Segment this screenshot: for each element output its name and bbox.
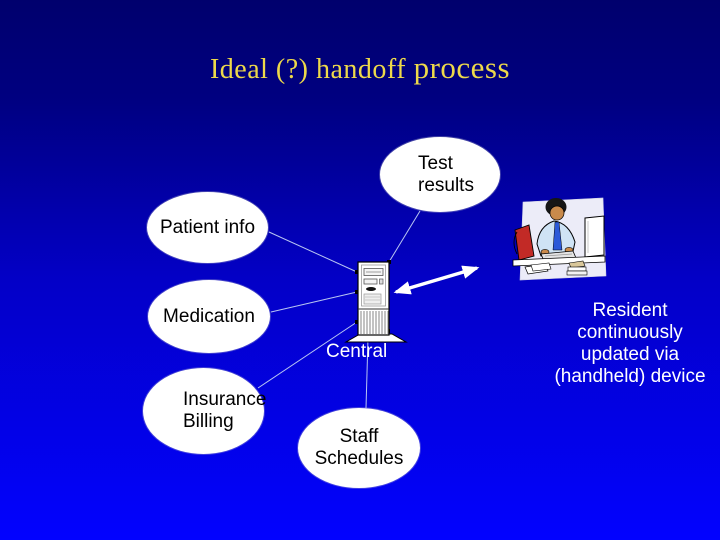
person-at-computer-icon [512, 197, 607, 281]
slide-title-emphasis: process [413, 50, 511, 85]
slide-title: Ideal (?) handoff process [0, 50, 720, 86]
node-staff-schedules-label: Staff Schedules [314, 426, 404, 469]
node-test-results: Test results [380, 137, 500, 212]
central-server-label: Central [326, 341, 388, 362]
node-patient-info-label: Patient info [159, 216, 256, 238]
node-insurance-billing-label: Insurance Billing [183, 389, 267, 432]
caption-resident-updated: Resident continuously updated via (handh… [554, 300, 706, 387]
node-insurance-billing: Insurance Billing [143, 368, 267, 454]
node-medication: Medication [148, 280, 270, 353]
node-staff-schedules: Staff Schedules [298, 408, 420, 488]
node-test-results-label: Test results [418, 152, 474, 196]
node-medication-label: Medication [163, 305, 255, 327]
slide-title-main: Ideal (?) handoff [209, 54, 407, 85]
server-tower-icon [344, 261, 408, 343]
node-patient-info: Patient info [147, 192, 268, 263]
